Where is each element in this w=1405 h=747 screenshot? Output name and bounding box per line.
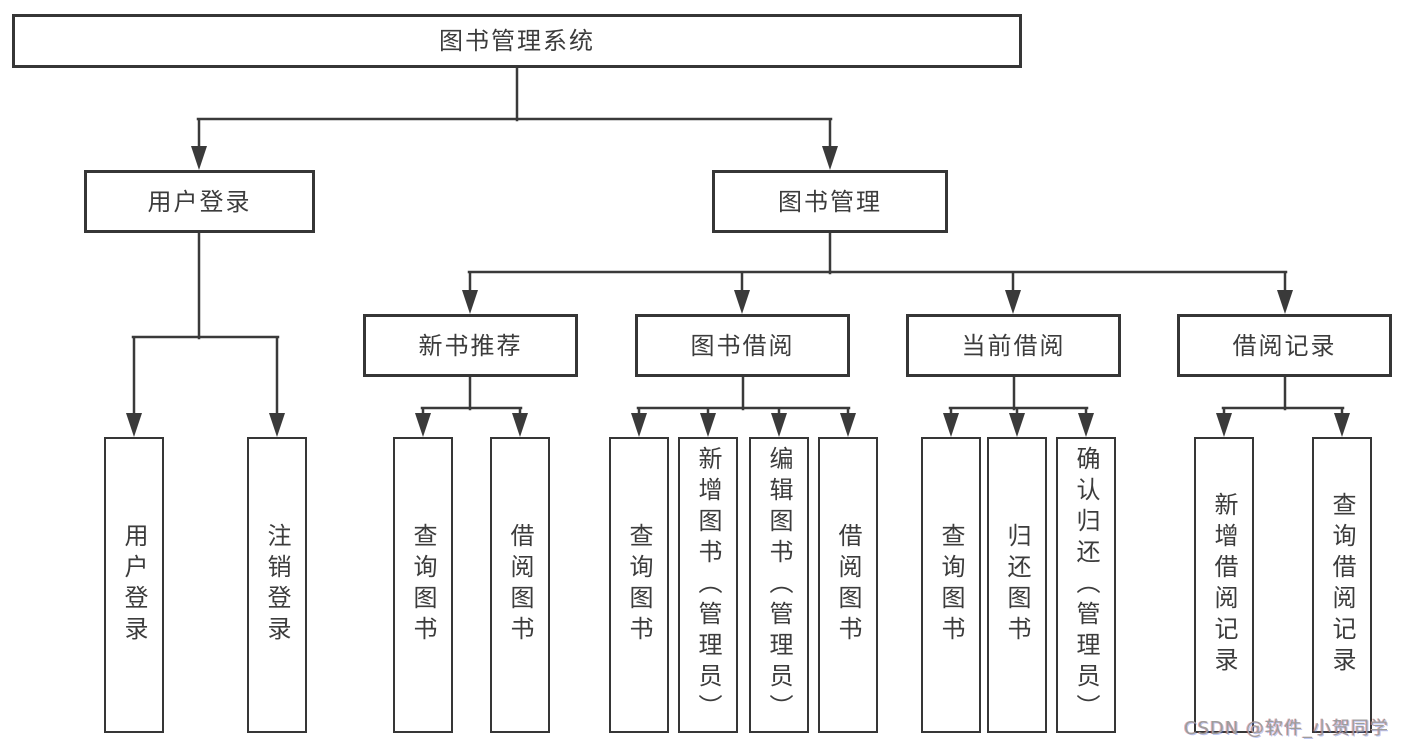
node-new-book-recommend: 新书推荐 bbox=[363, 314, 578, 377]
node-label: 查询图书 bbox=[937, 523, 965, 647]
node-book-borrow: 图书借阅 bbox=[635, 314, 850, 377]
node-label: 借阅图书 bbox=[834, 523, 862, 647]
node-label: 当前借阅 bbox=[961, 331, 1066, 360]
node-user-login: 用户登录 bbox=[84, 170, 315, 233]
arrowhead bbox=[415, 413, 431, 437]
arrowhead bbox=[822, 146, 838, 170]
node-label: 归还图书 bbox=[1003, 523, 1031, 647]
node-label: 注销登录 bbox=[263, 523, 291, 647]
leaf-return-books: 归还图书 bbox=[987, 437, 1047, 733]
watermark: CSDN @软件_小贺同学 bbox=[1184, 718, 1390, 739]
node-book-management: 图书管理 bbox=[712, 170, 948, 233]
node-label: 图书借阅 bbox=[690, 331, 795, 360]
arrowhead bbox=[734, 290, 750, 314]
node-label: 图书管理系统 bbox=[439, 27, 595, 55]
leaf-borrow-books: 借阅图书 bbox=[818, 437, 878, 733]
node-borrow-records: 借阅记录 bbox=[1177, 314, 1392, 377]
node-label: 图书管理 bbox=[778, 187, 882, 216]
leaf-add-borrow-record: 新增借阅记录 bbox=[1194, 437, 1254, 733]
arrowhead bbox=[269, 413, 285, 437]
node-label: 编辑图书（管理员） bbox=[765, 445, 793, 725]
arrowhead bbox=[1005, 290, 1021, 314]
arrowhead bbox=[191, 146, 207, 170]
leaf-query-borrow-record: 查询借阅记录 bbox=[1312, 437, 1372, 733]
node-label: 借阅记录 bbox=[1232, 331, 1337, 360]
arrowhead bbox=[512, 413, 528, 437]
node-label: 用户登录 bbox=[147, 187, 252, 216]
leaf-user-login: 用户登录 bbox=[104, 437, 164, 733]
arrowhead bbox=[1334, 413, 1350, 437]
node-label: 借阅图书 bbox=[506, 523, 534, 647]
node-current-borrow: 当前借阅 bbox=[906, 314, 1121, 377]
leaf-edit-books-admin: 编辑图书（管理员） bbox=[749, 437, 809, 733]
arrowhead bbox=[1216, 413, 1232, 437]
node-label: 用户登录 bbox=[120, 523, 148, 647]
leaf-query-books-borrow: 查询图书 bbox=[609, 437, 669, 733]
leaf-borrow-books-recommend: 借阅图书 bbox=[490, 437, 550, 733]
node-root: 图书管理系统 bbox=[12, 14, 1022, 68]
arrowhead bbox=[126, 413, 142, 437]
node-label: 查询借阅记录 bbox=[1328, 492, 1356, 678]
node-label: 新书推荐 bbox=[418, 331, 523, 360]
leaf-confirm-return-admin: 确认归还（管理员） bbox=[1056, 437, 1116, 733]
arrowhead bbox=[840, 413, 856, 437]
leaf-query-books-current: 查询图书 bbox=[921, 437, 981, 733]
arrowhead bbox=[771, 413, 787, 437]
arrowhead bbox=[700, 413, 716, 437]
arrowhead bbox=[462, 290, 478, 314]
node-label: 新增图书（管理员） bbox=[694, 445, 722, 725]
arrowhead bbox=[943, 413, 959, 437]
node-label: 查询图书 bbox=[625, 523, 653, 647]
node-label: 新增借阅记录 bbox=[1210, 492, 1238, 678]
arrowhead bbox=[631, 413, 647, 437]
arrowhead bbox=[1009, 413, 1025, 437]
leaf-add-books-admin: 新增图书（管理员） bbox=[678, 437, 738, 733]
node-label: 确认归还（管理员） bbox=[1072, 445, 1100, 725]
arrowhead bbox=[1078, 413, 1094, 437]
arrowhead bbox=[1277, 290, 1293, 314]
node-label: 查询图书 bbox=[409, 523, 437, 647]
leaf-logout: 注销登录 bbox=[247, 437, 307, 733]
leaf-query-books-recommend: 查询图书 bbox=[393, 437, 453, 733]
